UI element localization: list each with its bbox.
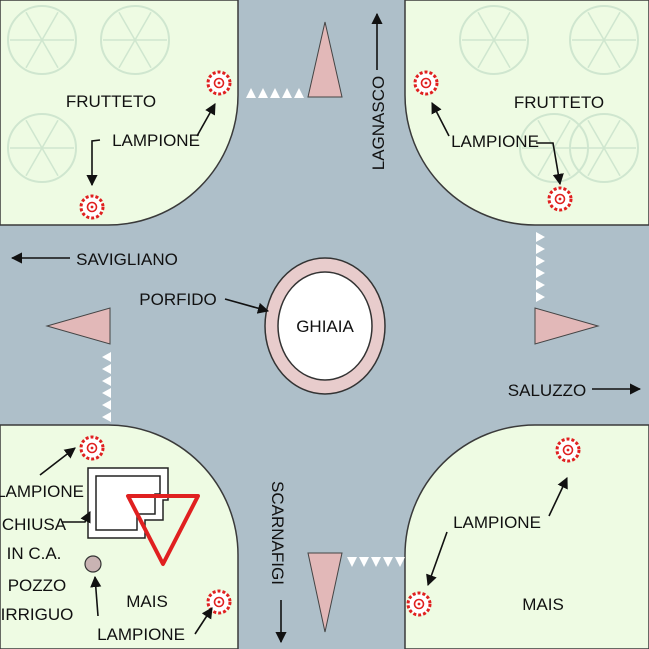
lamp-label-top-right: LAMPIONE [451,132,539,151]
orchard-trees [7,5,639,183]
leader-lamp-bottom-left-top [39,447,76,476]
lamp-post-icon [406,591,432,617]
divider-north [307,21,343,98]
yield-tooth [383,557,393,567]
leader-lamp-bottom-right-lower [426,531,448,587]
yield-tooth [536,292,545,302]
yield-tooth [536,280,545,290]
leader-porfido [224,298,270,314]
yield-tooth [359,557,369,567]
lock-structure-inner [95,475,161,531]
fruit-tree-icon [7,113,77,183]
lamp-post-icon [555,437,581,463]
road-label-west: SAVIGLIANO [76,250,178,269]
island-center-label: GHIAIA [296,317,354,336]
lamp-posts [79,70,581,617]
island-center [277,271,373,381]
island-ring-label: PORFIDO [139,290,216,309]
road-label-east: SALUZZO [508,381,586,400]
divider-west [45,307,111,345]
lock-label-line2: IN C.A. [7,544,62,563]
lamp-label-bottom-left-top: LAMPIONE [0,482,84,501]
lamp-post-icon [206,70,232,96]
leader-lock [62,510,91,524]
well-label-line2: IRRIGUO [1,605,74,624]
yield-tooth [536,244,545,254]
yield-tooth [102,400,111,410]
lamp-label-bottom-left-bottom: LAMPIONE [97,625,185,644]
yield-markings [102,88,545,567]
yield-tooth [294,88,304,98]
field-bottom-right [404,424,649,649]
leader-lamp-top-left [196,103,216,137]
lock-label-line1: CHIUSA [2,515,67,534]
divider-south [307,552,343,633]
fruit-tree-icon [459,5,529,75]
leader-lamp-top-right [431,102,450,137]
yield-tooth [395,557,405,567]
yield-tooth [536,232,545,242]
field-top-left [0,0,239,226]
yield-tooth [258,88,268,98]
lamp-post-icon [79,194,105,220]
field-top-right [404,0,649,226]
fruit-tree-icon [569,5,639,75]
lamp-post-icon [413,70,439,96]
leader-lamp-bottom-right-upper [548,476,568,517]
field-label-bottom-right: MAIS [522,595,564,614]
well-icon [84,555,102,573]
divider-east [534,307,600,345]
leader-lamp-top-right-down [536,142,564,186]
well-label-line1: POZZO [8,576,67,595]
yield-tooth [102,412,111,422]
yield-tooth [102,376,111,386]
lamp-post-icon [547,186,573,212]
lamp-post-icon [79,435,105,461]
field-label-top-right: FRUTTETO [514,93,604,112]
yield-tooth [536,256,545,266]
yield-tooth [102,352,111,362]
yield-tooth [102,364,111,374]
yield-tooth [371,557,381,567]
lamp-label-bottom-right: LAMPIONE [453,513,541,532]
leader-well [90,575,102,617]
road-label-north: LAGNASCO [369,76,388,170]
lamp-label-top-left: LAMPIONE [112,131,200,150]
leader-lamp-top-left-down [86,139,101,187]
leader-lamp-bottom-left-bottom [194,607,213,635]
yield-tooth [347,557,357,567]
yield-sign-icon [126,494,200,566]
field-label-top-left: FRUTTETO [66,92,156,111]
lamp-post-icon [206,589,232,615]
yield-tooth [270,88,280,98]
yield-tooth [102,388,111,398]
yield-tooth [282,88,292,98]
road-label-south: SCARNAFIGI [268,481,287,585]
yield-tooth [536,268,545,278]
field-label-bottom-left: MAIS [126,592,168,611]
yield-tooth [246,88,256,98]
fruit-tree-icon [100,5,170,75]
fruit-tree-icon [7,5,77,75]
